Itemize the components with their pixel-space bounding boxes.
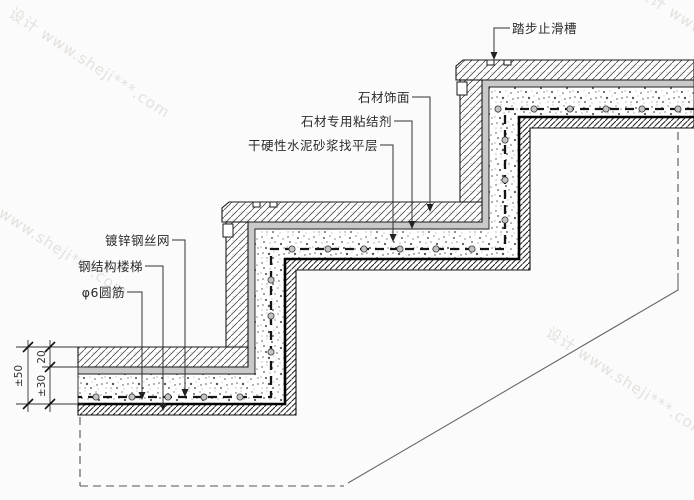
annotation-round-bar: φ6圆筋 — [82, 285, 146, 400]
stone-riser-middle — [225, 221, 249, 348]
dimension-group: ±50 20 ±30 — [13, 340, 84, 412]
dim-stone: 20 — [36, 350, 48, 363]
stone-tread-top — [455, 59, 694, 81]
leader-arrow — [490, 52, 498, 60]
drip-notches — [222, 81, 468, 238]
label-steel-stair: 钢结构楼梯 — [78, 259, 143, 274]
dimension-ticks — [22, 341, 56, 410]
leader-arrow — [159, 403, 167, 411]
label-anti-slip-groove: 踏步止滑槽 — [512, 21, 577, 36]
leader-arrow — [408, 221, 416, 229]
stone-tread-middle — [221, 201, 483, 223]
annotation-steel-stair: 钢结构楼梯 — [78, 259, 167, 411]
leader-arrow — [138, 392, 146, 400]
annotation-galvanized-mesh: 镀锌钢丝网 — [105, 233, 189, 397]
watermark-text: 设计 www.sheji***.com — [543, 323, 694, 441]
rebar-circles — [92, 105, 682, 401]
watermark-text: 设计 www.sheji***.com — [6, 4, 174, 122]
leader-arrow — [426, 204, 434, 212]
annotation-anti-slip: 踏步止滑槽 — [490, 21, 577, 60]
annotation-stone-finish: 石材饰面 — [358, 90, 434, 212]
label-stone-finish: 石材饰面 — [358, 90, 410, 105]
annotation-mortar-leveling: 干硬性水泥砂浆找平层 — [248, 138, 397, 242]
dim-bed: ±30 — [36, 375, 48, 397]
steel-top-flange-line — [78, 115, 694, 406]
dim-total: ±50 — [13, 365, 25, 387]
stone-riser-top — [459, 79, 483, 203]
label-galvanized-mesh: 镀锌钢丝网 — [105, 233, 170, 248]
label-mortar-leveling: 干硬性水泥砂浆找平层 — [248, 138, 378, 153]
annotation-stone-adhesive: 石材专用粘结剂 — [301, 114, 416, 229]
leader-arrow — [389, 234, 397, 242]
leader-arrow — [181, 389, 189, 397]
anti-slip-grooves — [252, 59, 512, 208]
label-stone-adhesive: 石材专用粘结剂 — [301, 114, 392, 129]
soffit-line — [347, 273, 679, 484]
hidden-outline — [79, 132, 679, 487]
stone-risers — [225, 79, 483, 348]
label-round-bar: φ6圆筋 — [82, 285, 125, 300]
